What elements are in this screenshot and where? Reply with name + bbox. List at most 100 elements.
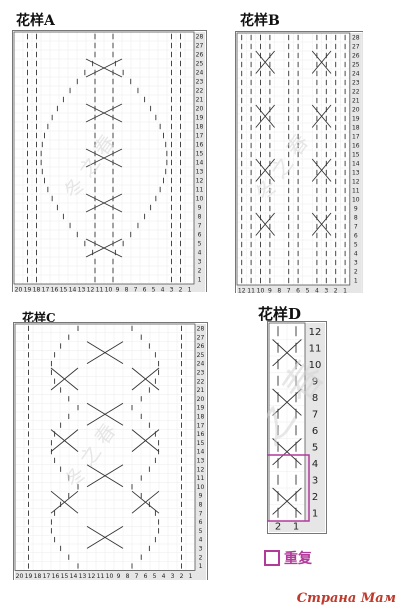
row-label: 7 (312, 409, 318, 420)
col-label: 15 (61, 573, 69, 580)
row-label: 8 (312, 393, 318, 404)
row-label: 3 (312, 475, 318, 486)
row-label-strip (305, 323, 325, 521)
row-label: 24 (196, 70, 204, 77)
cross-line (131, 429, 160, 452)
row-label: 9 (354, 206, 358, 213)
row-label: 21 (197, 387, 205, 394)
col-label: 5 (152, 287, 156, 293)
col-label: 6 (144, 573, 148, 580)
row-label: 26 (197, 343, 205, 350)
col-label: 6 (143, 287, 147, 293)
row-label: 13 (352, 170, 360, 177)
row-label: 8 (354, 215, 358, 222)
row-label: 17 (196, 133, 204, 140)
col-label-strip (269, 521, 325, 532)
col-label: 3 (171, 573, 175, 580)
col-label: 12 (87, 287, 95, 293)
col-label: 14 (69, 287, 77, 293)
row-label: 6 (312, 426, 318, 437)
cross-line (272, 388, 302, 416)
row-label: 22 (197, 378, 205, 385)
col-label: 9 (268, 288, 272, 294)
row-label: 18 (196, 124, 204, 131)
row-label: 3 (198, 259, 202, 266)
cross-line (255, 50, 275, 74)
row-label: 22 (196, 88, 204, 95)
cross-line (131, 490, 160, 514)
row-label: 21 (196, 97, 204, 104)
col-label: 19 (25, 573, 33, 580)
cross-line (272, 487, 302, 515)
row-label: 5 (312, 442, 318, 453)
cross-line (255, 212, 275, 236)
cross-line (50, 490, 79, 514)
row-label: 16 (352, 143, 360, 150)
col-label: 14 (70, 573, 78, 580)
row-label: 14 (352, 161, 360, 168)
row-label: 14 (197, 449, 205, 456)
col-label: 17 (42, 287, 50, 293)
row-label-strip (349, 33, 362, 285)
col-label: 7 (287, 288, 291, 294)
row-label: 9 (312, 376, 318, 387)
cross-line (255, 104, 275, 128)
col-label: 16 (52, 573, 60, 580)
col-label: 2 (275, 521, 281, 532)
col-label: 1 (343, 288, 347, 294)
col-label: 3 (170, 287, 174, 293)
col-label: 20 (16, 573, 24, 580)
col-label: 5 (153, 573, 157, 580)
cross-line (86, 341, 124, 364)
col-label: 10 (105, 287, 113, 293)
row-label: 8 (198, 214, 202, 221)
legend-repeat: 重复 (264, 548, 312, 568)
row-label: 9 (198, 205, 202, 212)
col-label: 16 (51, 287, 59, 293)
col-label: 20 (15, 287, 23, 293)
row-label: 12 (352, 179, 360, 186)
chart-b-title: 花样B (240, 13, 280, 29)
col-label: 10 (106, 573, 114, 580)
cross-line (86, 402, 124, 426)
row-label: 23 (196, 79, 204, 86)
row-label: 6 (354, 233, 358, 240)
col-label: 2 (180, 573, 184, 580)
row-label: 5 (199, 528, 203, 535)
col-label: 12 (88, 573, 96, 580)
row-label: 8 (199, 502, 203, 509)
col-label: 19 (24, 287, 32, 293)
col-label: 4 (315, 288, 319, 294)
row-label: 5 (198, 241, 202, 248)
cross-line (85, 238, 123, 258)
legend-swatch (264, 550, 280, 566)
col-label: 11 (96, 287, 104, 293)
row-label: 12 (197, 466, 205, 473)
col-label: 8 (125, 287, 129, 293)
row-label: 23 (352, 80, 360, 87)
row-label: 28 (196, 34, 204, 41)
row-label: 7 (198, 223, 202, 230)
row-label: 24 (352, 71, 360, 78)
row-label: 6 (198, 232, 202, 239)
row-label: 26 (352, 53, 360, 60)
chart-a-grid: 1234567891011121314151617181920212223242… (12, 30, 207, 293)
col-label-strip (237, 285, 362, 293)
row-label: 19 (352, 116, 360, 123)
row-label: 17 (197, 422, 205, 429)
row-label: 28 (197, 326, 205, 333)
chart-frame (235, 31, 363, 293)
row-label: 22 (352, 89, 360, 96)
cross-line (131, 367, 160, 391)
row-label: 12 (309, 327, 322, 338)
row-label: 28 (352, 35, 360, 42)
row-label: 13 (196, 169, 204, 176)
cross-line (85, 148, 123, 168)
col-label: 18 (33, 287, 41, 293)
grid-border (14, 323, 196, 571)
row-label: 5 (354, 242, 358, 249)
row-label: 2 (199, 554, 203, 561)
row-label: 12 (196, 178, 204, 185)
row-label: 1 (198, 277, 202, 284)
row-label: 27 (196, 43, 204, 50)
